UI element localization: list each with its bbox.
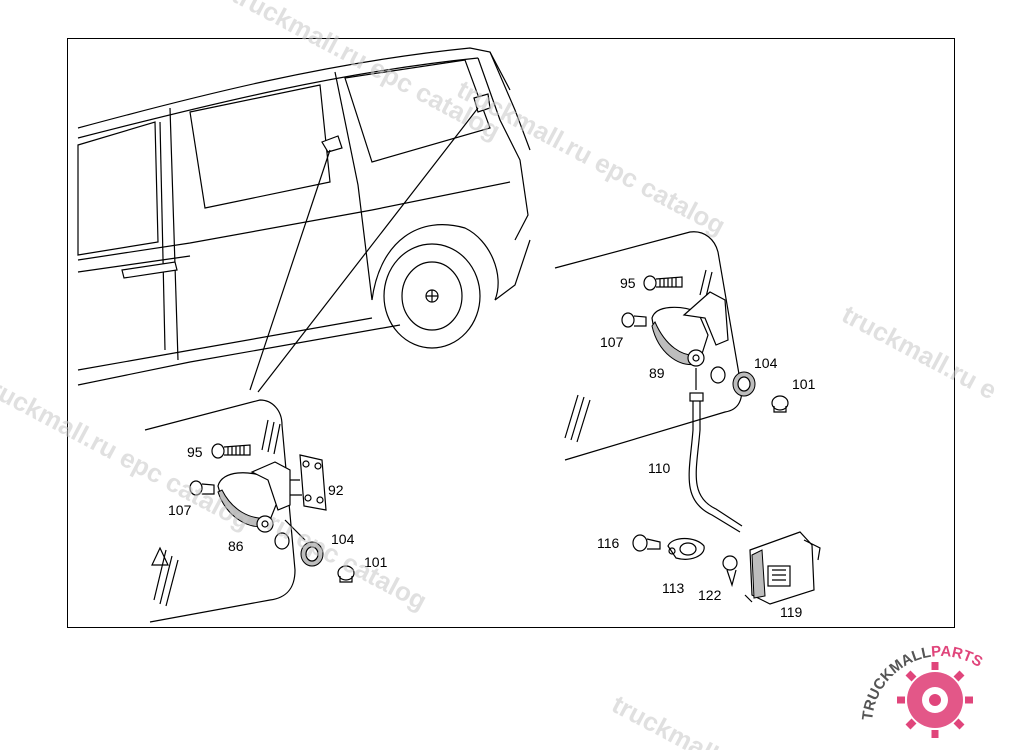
label-119: 119 xyxy=(780,604,803,620)
label-95-left: 95 xyxy=(187,444,203,460)
washer-left xyxy=(274,532,290,550)
screw-122 xyxy=(722,555,738,588)
watermark: truckmall.ru epc catalog xyxy=(452,74,730,241)
label-89: 89 xyxy=(649,365,665,381)
rear-wheel xyxy=(383,243,481,349)
label-92: 92 xyxy=(328,482,344,498)
right-window-detail xyxy=(554,231,821,605)
left-window-detail xyxy=(144,399,355,623)
cable-110 xyxy=(688,392,743,533)
label-113: 113 xyxy=(662,580,685,596)
logo-text-b: PARTS xyxy=(931,643,986,671)
label-107-right: 107 xyxy=(600,334,624,350)
hinge-marker-rear xyxy=(473,93,491,113)
bolt-107-right xyxy=(621,312,647,328)
grommet-104-right xyxy=(732,371,756,397)
grommet-104-left xyxy=(300,541,324,567)
truckmall-logo: TRUCKMALLPARTS xyxy=(859,643,986,738)
motor-119 xyxy=(744,531,821,605)
label-110: 110 xyxy=(648,460,671,476)
label-104-left: 104 xyxy=(331,531,355,547)
label-107-left: 107 xyxy=(168,502,192,518)
callout-labels: 95 107 86 92 104 101 95 107 89 104 101 1… xyxy=(168,275,816,620)
watermark: truckmall.ru e xyxy=(837,299,1002,406)
label-101-left: 101 xyxy=(364,554,388,570)
front-window xyxy=(77,121,159,256)
screw-95-left xyxy=(211,443,251,459)
watermark: truckmall.ru xyxy=(607,689,752,750)
screw-95-right xyxy=(643,275,683,291)
cap-101-left xyxy=(337,565,355,583)
door-handle xyxy=(121,261,178,279)
clamp-113 xyxy=(667,537,705,560)
watermark: ru epc catalog xyxy=(262,507,432,616)
watermarks: truckmall.ru epc catalog truckmall.ru ep… xyxy=(0,0,1002,750)
label-95-right: 95 xyxy=(620,275,636,291)
diagram-frame xyxy=(67,38,955,628)
bolt-107-left xyxy=(189,480,215,496)
label-122: 122 xyxy=(698,587,722,603)
label-86: 86 xyxy=(228,538,244,554)
hinge-marker-front xyxy=(321,135,343,153)
middle-window xyxy=(189,84,331,209)
label-101-right: 101 xyxy=(792,376,816,392)
cap-101-right xyxy=(771,395,789,413)
screw-116 xyxy=(632,534,661,552)
label-104-right: 104 xyxy=(754,355,778,371)
watermark: truckmall.ru epc catalog xyxy=(227,0,505,146)
label-116: 116 xyxy=(597,535,620,551)
rear-window xyxy=(344,59,491,163)
washer-right xyxy=(710,366,726,384)
van-illustration xyxy=(77,47,531,393)
